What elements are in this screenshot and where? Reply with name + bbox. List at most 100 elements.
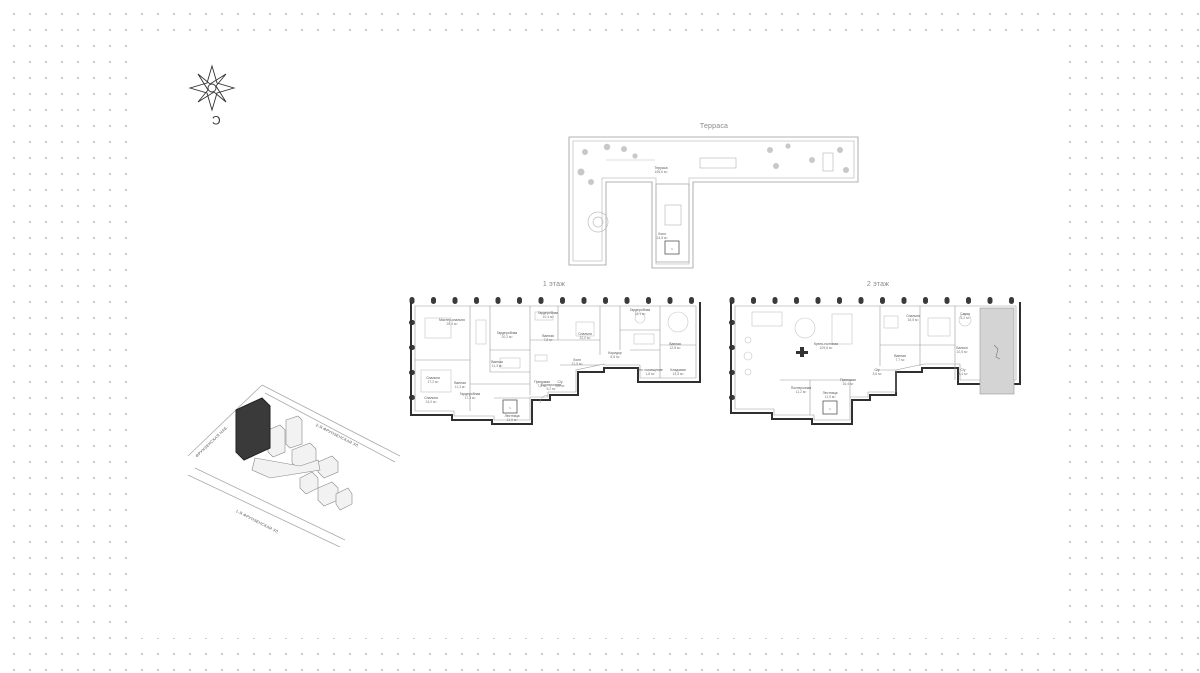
room-name: Гардеробная <box>459 392 481 396</box>
room-area: 7,7 м² <box>895 358 905 362</box>
facade-column <box>772 297 778 304</box>
room-name: Ванная <box>491 360 503 364</box>
facade-column <box>452 297 458 304</box>
room-name: Прихожая <box>534 380 550 384</box>
room-name: Спальня <box>424 396 438 400</box>
room-area: 20,2 м² <box>501 335 513 339</box>
room-name: Кухня-гостиная <box>814 342 838 346</box>
facade-column <box>751 297 756 304</box>
room-name: Балкон <box>956 346 968 350</box>
facade-column <box>858 297 864 304</box>
facade-column <box>987 297 993 304</box>
room-area: 8,8 м² <box>610 355 620 359</box>
room-area: 21,5 м² <box>571 362 583 366</box>
facade-column <box>603 297 608 304</box>
facade-column <box>538 297 544 304</box>
facade-column <box>901 297 907 304</box>
facade-column <box>517 297 522 304</box>
room-area: 4,4 м² <box>958 372 968 376</box>
facade-column <box>944 297 950 304</box>
room-name: Мастер-спальня <box>439 318 465 322</box>
svg-text:↑↓: ↑↓ <box>670 247 674 251</box>
facade-column <box>581 297 587 304</box>
facade-column <box>646 297 651 304</box>
facade-column <box>624 297 630 304</box>
room-area: 5,2 м² <box>546 387 556 391</box>
room-name: Прихожая <box>840 378 856 382</box>
room-area: 7,8 м² <box>537 384 547 388</box>
room-name: Лестница <box>504 414 520 418</box>
room-name: Гардеробная <box>496 331 518 335</box>
room-name: Постирочная <box>790 386 812 390</box>
floor2-label: 2 этаж <box>866 281 890 288</box>
room-name: Коридор <box>608 351 622 355</box>
room-area: 13,5 м² <box>672 372 684 376</box>
room-name: Гардеробная <box>629 308 651 312</box>
room-area: 11,3 м² <box>454 385 466 389</box>
room-name: Лестница <box>822 391 838 395</box>
room-area: 24,0 м² <box>425 400 437 404</box>
svg-text:↑↓: ↑↓ <box>828 407 832 411</box>
room-area: 16,4 м² <box>842 382 854 386</box>
room-name: С/у <box>874 368 880 372</box>
room-name: С/у <box>557 380 563 384</box>
room-area: 22,0 м² <box>579 336 591 340</box>
room-area: 17,2 м² <box>427 380 439 384</box>
room-area: 11,3 м² <box>491 364 503 368</box>
facade-column <box>815 297 821 304</box>
room-area: 25,4 м² <box>446 322 458 326</box>
facade-column <box>495 297 501 304</box>
facade-column <box>1009 297 1014 304</box>
room-area: 7,8 м² <box>543 338 553 342</box>
room-area: 12,8 м² <box>669 346 681 350</box>
room-name: Спальня <box>426 376 440 380</box>
room-name: Спальня <box>906 314 920 318</box>
room-area: 5,2 м² <box>960 316 970 320</box>
room-area: 10,4 м² <box>542 315 554 319</box>
room-area: 17,3 м² <box>464 396 476 400</box>
facade-column <box>667 297 673 304</box>
room-name: Гардеробная <box>537 311 559 315</box>
room-name: Ванная <box>894 354 906 358</box>
facade-column <box>431 297 436 304</box>
room-name: Спальня <box>578 332 592 336</box>
facade-column <box>966 297 971 304</box>
room-name: Ванная <box>454 381 466 385</box>
room-area: 16,5 м² <box>907 318 919 322</box>
room-area: 3,6 м² <box>872 372 882 376</box>
room-area: 109,8 м² <box>819 346 833 350</box>
facade-column <box>560 297 565 304</box>
facade-column <box>689 297 694 304</box>
room-name: Тех. помещение <box>637 368 663 372</box>
room-area: 11,9 м² <box>506 418 518 422</box>
room-name: Сауна <box>960 312 970 316</box>
